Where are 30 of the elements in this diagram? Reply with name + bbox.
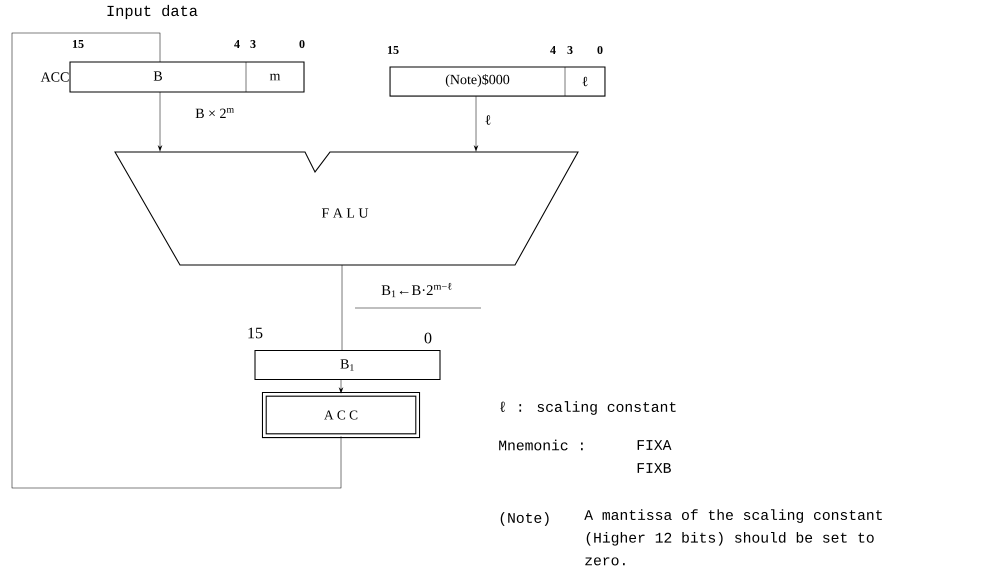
legend-text: Mnemonic : [499, 440, 583, 450]
legend-text: ℓ : scaling constant [500, 401, 676, 415]
node-label: ℓ [582, 76, 588, 86]
bit-number: 4 [234, 40, 240, 48]
input-label: Input data [108, 4, 198, 20]
bit-number: 4 [550, 46, 556, 54]
edge-label: ℓ [486, 115, 491, 125]
node-label: B [154, 71, 162, 81]
bit-number: 15 [248, 328, 262, 338]
legend-text: FIXA [638, 440, 672, 450]
edge-label: B$_{1}$←B·2$^{m−ℓ}$ [354, 282, 482, 308]
alu-trapezoid: F A L U [114, 151, 579, 266]
bit-number: 0 [424, 332, 432, 344]
edge-label: B × 2$^{m}$ [196, 108, 234, 118]
bit-number: 15 [388, 46, 399, 54]
bit-number: 3 [567, 46, 573, 54]
register-box: A C C [262, 392, 420, 438]
bit-number: 0 [299, 40, 305, 48]
bit-number: 0 [597, 46, 603, 54]
register-box: B$_{1}$ [254, 350, 441, 380]
bit-number: 15 [72, 40, 84, 48]
note-text: (Note) [500, 512, 549, 526]
note-text: A mantissa of the scaling constant (Higher 12 bits) should be set to zero. [584, 509, 882, 566]
register-name: ACC [40, 72, 69, 82]
legend-text: FIXB [638, 463, 671, 473]
register-box: B m [69, 61, 305, 93]
bit-number: 3 [250, 40, 256, 48]
node-label: (Note)$000 [446, 74, 510, 88]
register-box: (Note)$000 ℓ [390, 66, 606, 97]
node-label: m [270, 74, 280, 80]
